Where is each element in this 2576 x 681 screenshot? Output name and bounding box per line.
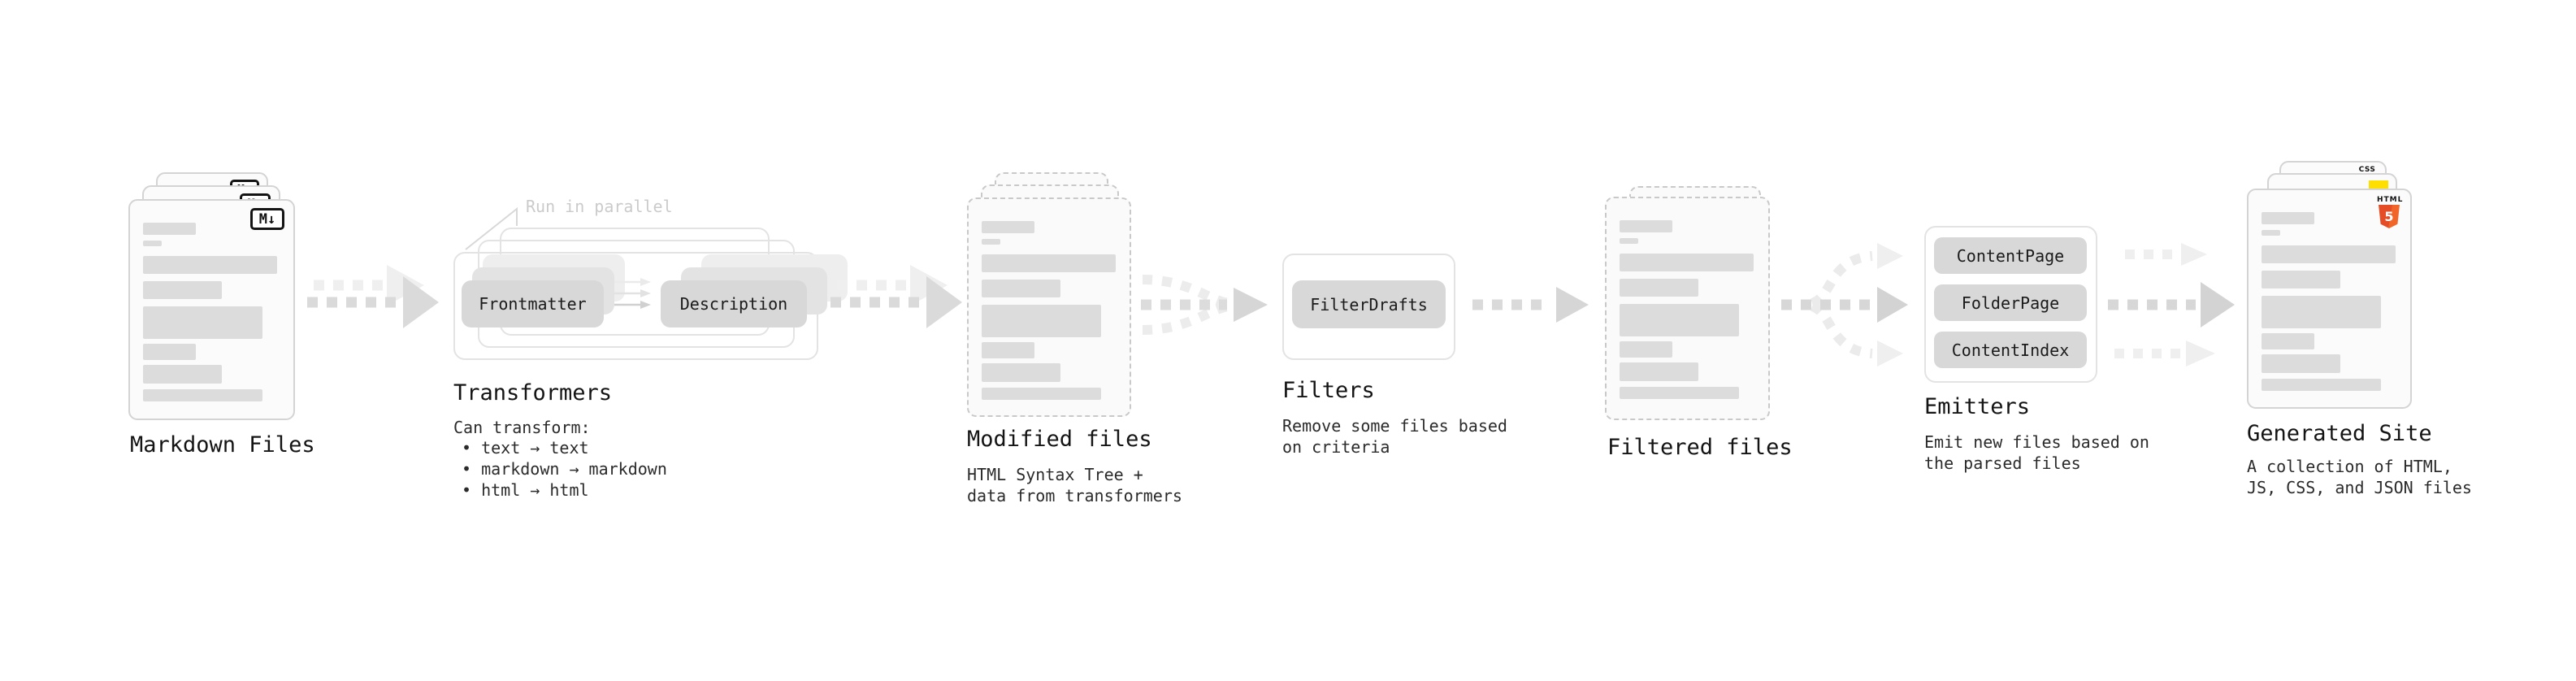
stage-sublabel: HTML Syntax Tree + data from transformer… (967, 465, 1182, 505)
file-card: M↓ (128, 199, 295, 420)
stage-label: Generated Site (2247, 421, 2432, 446)
skeleton-bar (1620, 254, 1754, 271)
markdown-icon: M↓ (250, 208, 284, 230)
file-content-skeleton (143, 223, 277, 401)
flow-arrow-emitters-to-site (2108, 243, 2235, 367)
skeleton-bar (143, 389, 262, 401)
stage-sublabel: Emit new files based on the parsed files (1924, 432, 2149, 473)
transform-step-arrows (614, 278, 651, 309)
stage-label: Modified files (967, 427, 1152, 452)
skeleton-bar (982, 280, 1060, 297)
transformer-node-description: Description (661, 280, 807, 327)
file-content-skeleton (1620, 220, 1754, 399)
note-leader-line (465, 206, 518, 250)
transform-bullet: • text → text (462, 438, 589, 458)
skeleton-bar (1620, 304, 1739, 336)
html5-icon: HTML 5 (2377, 196, 2402, 228)
file-content-skeleton (2262, 212, 2396, 391)
transformer-node-frontmatter: Frontmatter (462, 280, 604, 327)
skeleton-bar (982, 388, 1101, 400)
skeleton-bar (982, 221, 1034, 233)
transform-bullet: • html → html (462, 480, 589, 500)
skeleton-bar (982, 305, 1101, 337)
flow-arrow-filtered-to-emitters (1781, 243, 1908, 367)
stage-label: Filtered files (1607, 435, 1793, 460)
flow-arrow-markdown-to-transformers (307, 265, 439, 328)
emitter-node-folderpage: FolderPage (1934, 284, 2087, 321)
skeleton-bar (2262, 379, 2381, 391)
file-card: HTML 5 (2247, 189, 2412, 409)
skeleton-bar (982, 239, 1000, 245)
skeleton-bar (2262, 333, 2314, 349)
stage-label: Transformers (453, 380, 613, 406)
skeleton-bar (2262, 230, 2280, 236)
stage-sublabel: A collection of HTML, JS, CSS, and JSON … (2247, 457, 2472, 497)
file-card-dashed (967, 197, 1131, 417)
skeleton-bar (2262, 271, 2340, 288)
stage-label: Markdown Files (130, 432, 315, 458)
skeleton-bar (1620, 238, 1638, 244)
skeleton-bar (143, 344, 196, 360)
emitter-node-contentindex: ContentIndex (1934, 332, 2087, 368)
js-icon (2369, 180, 2388, 189)
skeleton-bar (2262, 212, 2314, 224)
skeleton-bar (2262, 354, 2340, 373)
skeleton-bar (2262, 245, 2396, 263)
skeleton-bar (1620, 220, 1672, 232)
skeleton-bar (1620, 362, 1698, 381)
skeleton-bar (143, 223, 196, 235)
skeleton-bar (982, 254, 1116, 272)
flow-arrow-filters-to-filtered (1472, 287, 1589, 323)
skeleton-bar (982, 342, 1034, 358)
skeleton-bar (143, 241, 162, 246)
run-in-parallel-note: Run in parallel (526, 197, 673, 216)
stage-label: Filters (1282, 378, 1375, 403)
flow-arrow-transformers-to-modified (830, 265, 962, 328)
file-content-skeleton (982, 221, 1116, 400)
html5-shield: 5 (2379, 205, 2400, 228)
file-card-dashed (1605, 197, 1770, 420)
filter-node-filterdrafts: FilterDrafts (1292, 280, 1446, 328)
transform-bullet: • markdown → markdown (462, 459, 667, 479)
skeleton-bar (2262, 296, 2381, 328)
stage-sublabel: Remove some files based on criteria (1282, 416, 1507, 457)
emitter-node-contentpage: ContentPage (1934, 237, 2087, 274)
stage-label: Emitters (1924, 394, 2031, 419)
skeleton-bar (143, 365, 222, 384)
skeleton-bar (1620, 387, 1739, 399)
skeleton-bar (1620, 341, 1672, 358)
skeleton-bar (143, 306, 262, 339)
skeleton-bar (1620, 279, 1698, 297)
flow-arrow-modified-to-filters (1141, 275, 1268, 335)
stage-sublabel: Can transform: (453, 418, 591, 437)
skeleton-bar (982, 363, 1060, 382)
skeleton-bar (143, 281, 222, 299)
skeleton-bar (143, 256, 277, 274)
